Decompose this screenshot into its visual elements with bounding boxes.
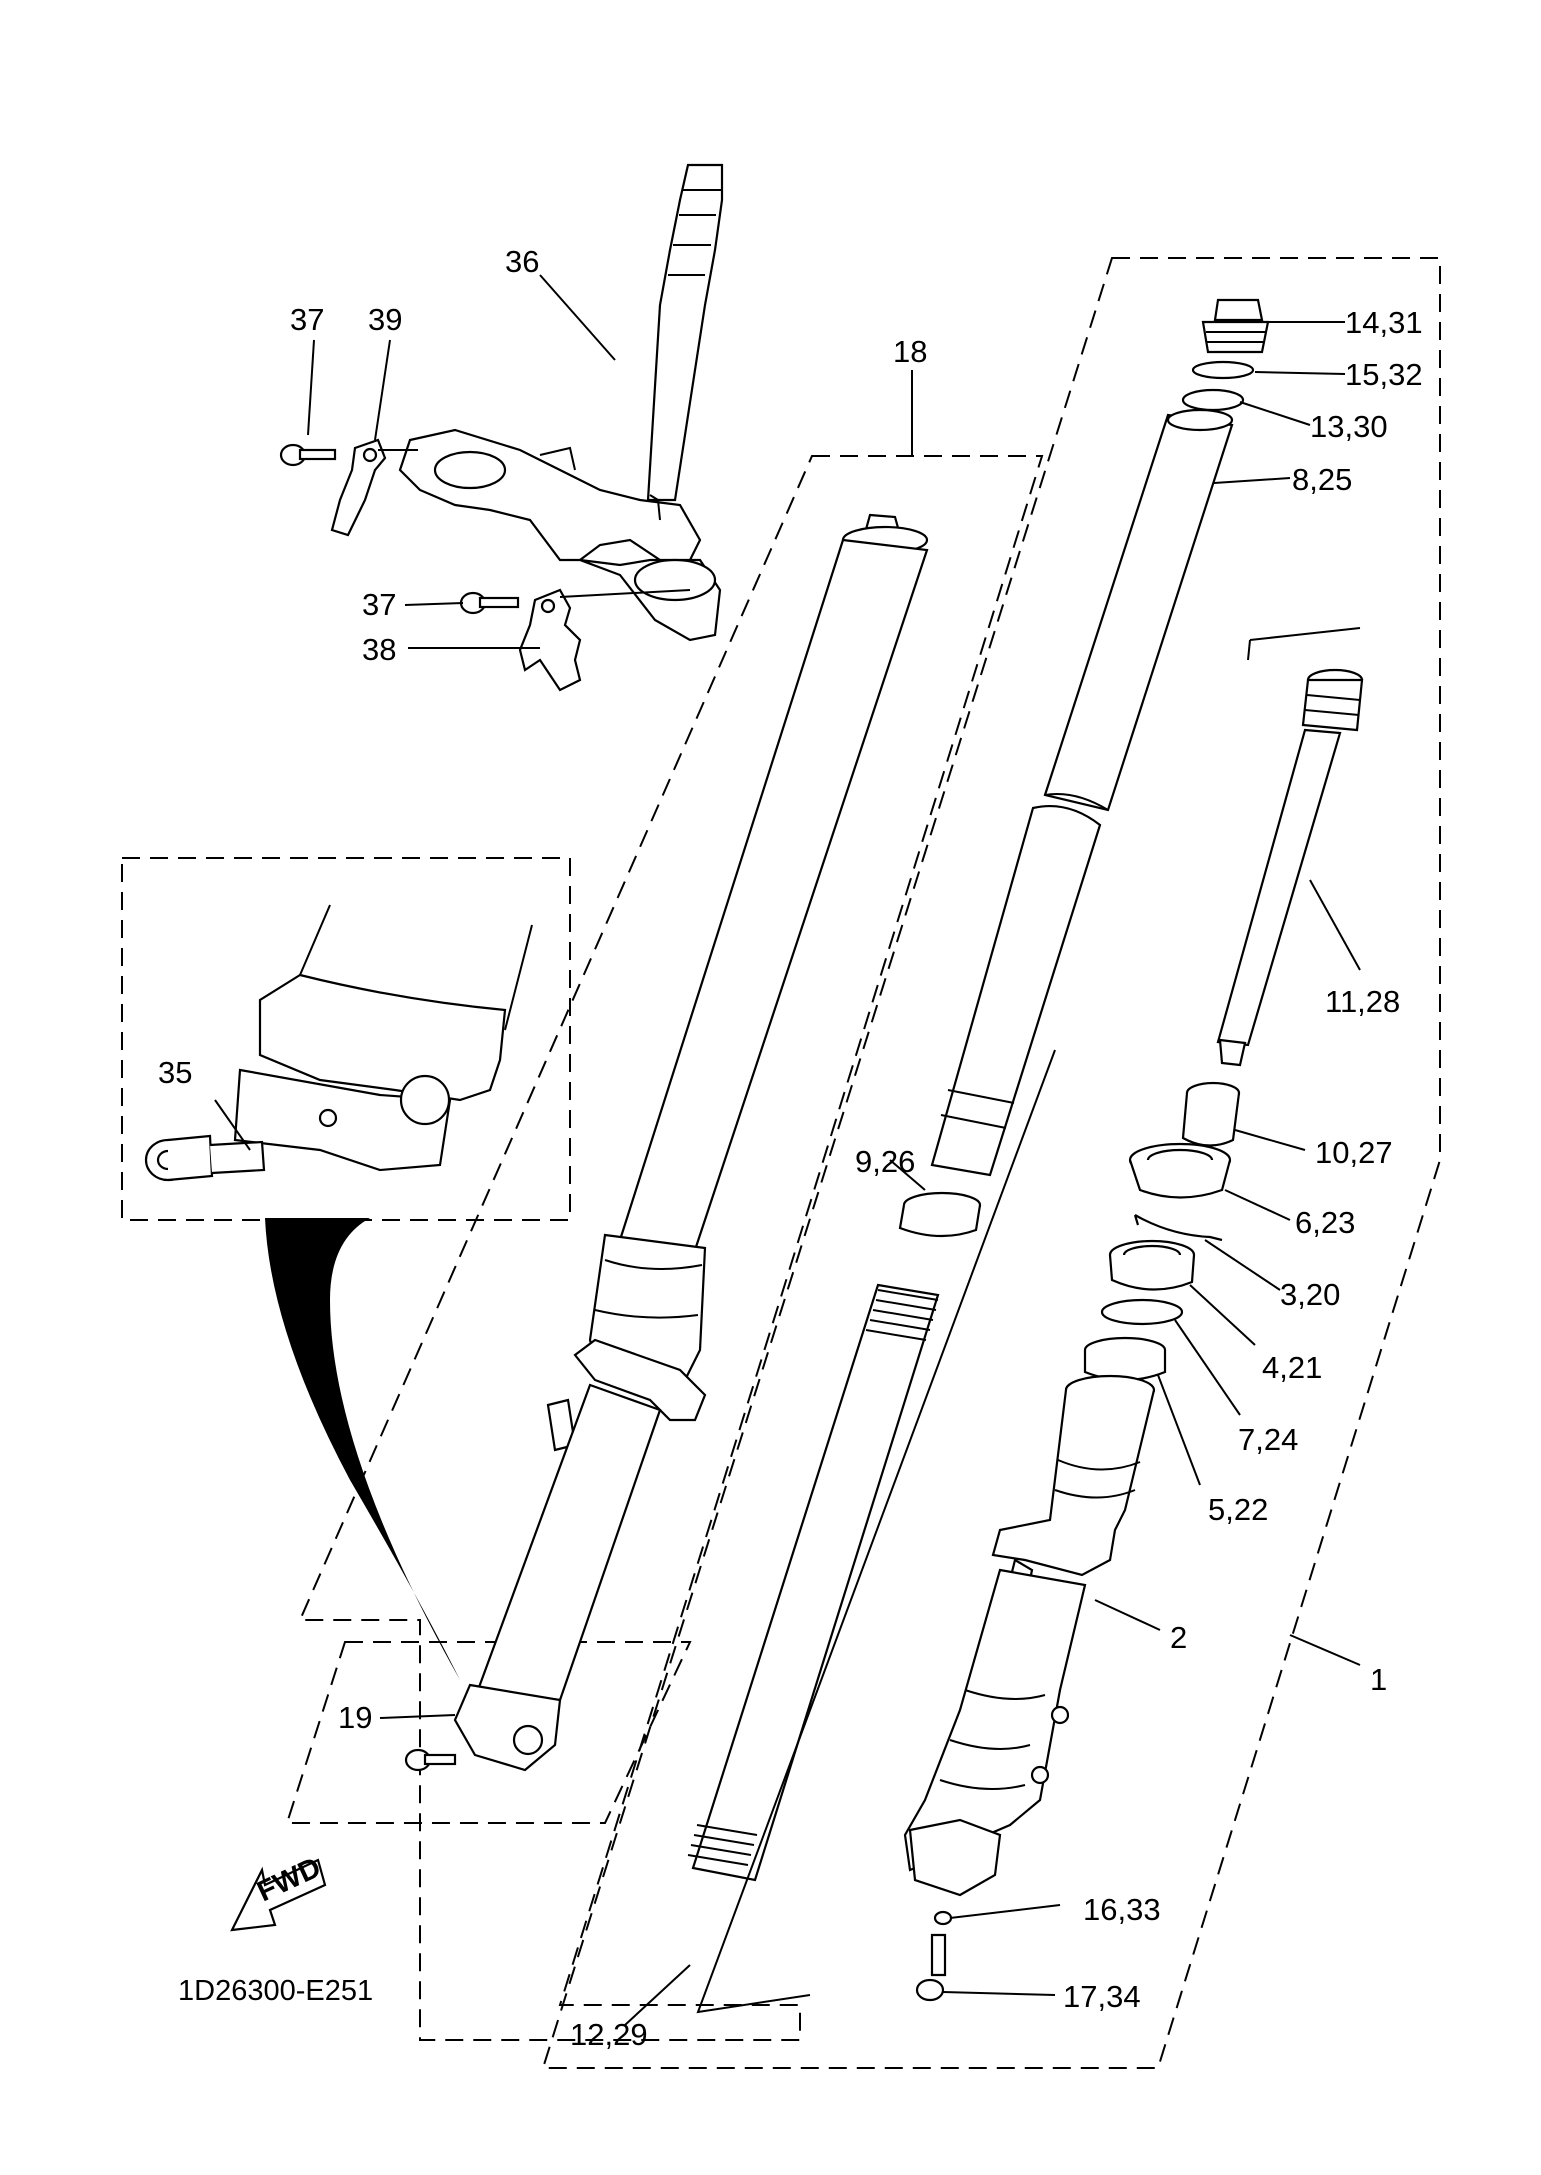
inner-tube-bushing-lines bbox=[940, 1089, 1015, 1129]
hose-guide-39-hole bbox=[362, 447, 378, 463]
fork-spring-12 bbox=[687, 1049, 1056, 2014]
callout-18: 18 bbox=[893, 334, 927, 369]
bushing-5 bbox=[1083, 1336, 1167, 1382]
leader-38-bracket bbox=[559, 589, 691, 598]
detail-box-35 bbox=[121, 857, 571, 1221]
damper-rod-11 bbox=[1216, 627, 1364, 1067]
callout-10-27: 10,27 bbox=[1315, 1135, 1393, 1170]
callout-37-top: 37 bbox=[290, 302, 324, 337]
bolt-37-top bbox=[279, 443, 337, 467]
fork-leg-18-seal-lines bbox=[594, 1259, 703, 1319]
callout-36: 36 bbox=[505, 244, 539, 279]
bracket-38 bbox=[518, 588, 582, 692]
diagram-code: 1D26300-E251 bbox=[178, 1975, 373, 2007]
inner-tube-break-top bbox=[1044, 793, 1109, 811]
bracket-bore-right bbox=[633, 558, 717, 602]
detail-view-35 bbox=[144, 904, 533, 1182]
detail-bolt-hole bbox=[318, 1108, 338, 1128]
bolt-35 bbox=[144, 1134, 266, 1182]
clip-3 bbox=[1133, 1214, 1223, 1242]
fork-leg-18-bracket bbox=[573, 1338, 707, 1422]
spring-leader-line bbox=[696, 1049, 1056, 2014]
bolt-17 bbox=[915, 1933, 947, 2002]
callout-9-26: 9,26 bbox=[855, 1144, 915, 1179]
callout-38: 38 bbox=[362, 632, 396, 667]
fork-leg-18 bbox=[404, 513, 929, 1772]
leader-lines bbox=[214, 274, 1361, 2026]
callout-6-23: 6,23 bbox=[1295, 1205, 1355, 1240]
callout-3-20: 3,20 bbox=[1280, 1277, 1340, 1312]
washer-7 bbox=[1100, 1298, 1184, 1326]
callout-1: 1 bbox=[1370, 1662, 1387, 1697]
callout-12-29: 12,29 bbox=[570, 2017, 648, 2052]
callout-2: 2 bbox=[1170, 1620, 1187, 1655]
dust-seal-6 bbox=[1128, 1142, 1232, 1199]
assembly-1-boundary bbox=[541, 257, 1441, 2069]
steering-stem-assembly bbox=[279, 163, 724, 692]
callout-14-31: 14,31 bbox=[1345, 305, 1423, 340]
bracket-38-hole bbox=[540, 598, 556, 614]
outer-tube-2-bands bbox=[939, 1689, 1046, 1790]
washer-13 bbox=[1181, 388, 1245, 412]
washer-16 bbox=[933, 1910, 953, 1926]
callout-11-28: 11,28 bbox=[1325, 984, 1400, 1019]
damper-rod-bracket-line2 bbox=[1247, 639, 1251, 661]
callout-7-24: 7,24 bbox=[1238, 1422, 1298, 1457]
oil-seal-4 bbox=[1108, 1239, 1196, 1291]
detail-axle-hole bbox=[399, 1074, 451, 1126]
callout-labels: 36 37 39 37 38 18 14,31 15,32 13,30 8,25… bbox=[158, 244, 1423, 2052]
callout-8-25: 8,25 bbox=[1292, 462, 1352, 497]
callout-19: 19 bbox=[338, 1700, 372, 1735]
outer-tube-2-hole bbox=[1030, 1765, 1050, 1785]
axle-holder-2 bbox=[908, 1818, 1002, 1897]
callout-35: 35 bbox=[158, 1055, 192, 1090]
damper-rod-bracket-line bbox=[1249, 627, 1361, 641]
small-parts-stack bbox=[1083, 1081, 1241, 1382]
cap-bolt-14 bbox=[1201, 298, 1270, 354]
outer-tube-2 bbox=[903, 1374, 1156, 2002]
callout-16-33: 16,33 bbox=[1083, 1892, 1161, 1927]
slide-bushing-9 bbox=[898, 1191, 982, 1238]
bracket-bore-left bbox=[433, 450, 507, 490]
outer-tube-2-hole2 bbox=[1050, 1705, 1070, 1725]
axle-holder-19-hole bbox=[512, 1724, 544, 1756]
callout-39: 39 bbox=[368, 302, 402, 337]
callout-37-lower: 37 bbox=[362, 587, 396, 622]
inner-tube-lower bbox=[930, 804, 1102, 1177]
detail-callout-wedge bbox=[265, 1218, 460, 1680]
inner-tube-top-opening bbox=[1166, 408, 1234, 432]
callout-13-30: 13,30 bbox=[1310, 409, 1388, 444]
callout-15-32: 15,32 bbox=[1345, 357, 1423, 392]
bolt-19 bbox=[404, 1748, 457, 1772]
callout-17-34: 17,34 bbox=[1063, 1979, 1141, 2014]
callout-4-21: 4,21 bbox=[1262, 1350, 1322, 1385]
stem-threads bbox=[668, 189, 722, 276]
oil-lock-piece-10 bbox=[1181, 1081, 1241, 1147]
inner-tube-upper bbox=[1043, 413, 1234, 812]
bracket-details bbox=[539, 446, 661, 521]
detail-tube-edges bbox=[299, 904, 533, 1031]
axle-holder-19 bbox=[453, 1683, 562, 1772]
outer-tube-2-rings bbox=[1054, 1459, 1141, 1499]
o-ring-15 bbox=[1191, 360, 1255, 380]
fwd-arrow-icon: FWD bbox=[230, 1851, 327, 1932]
steering-stem-shaft bbox=[646, 163, 724, 502]
inner-tube-assembly bbox=[898, 298, 1270, 1238]
callout-5-22: 5,22 bbox=[1208, 1492, 1268, 1527]
bolt-37-lower bbox=[459, 591, 520, 615]
assembly-18-boundary bbox=[298, 455, 1044, 2041]
